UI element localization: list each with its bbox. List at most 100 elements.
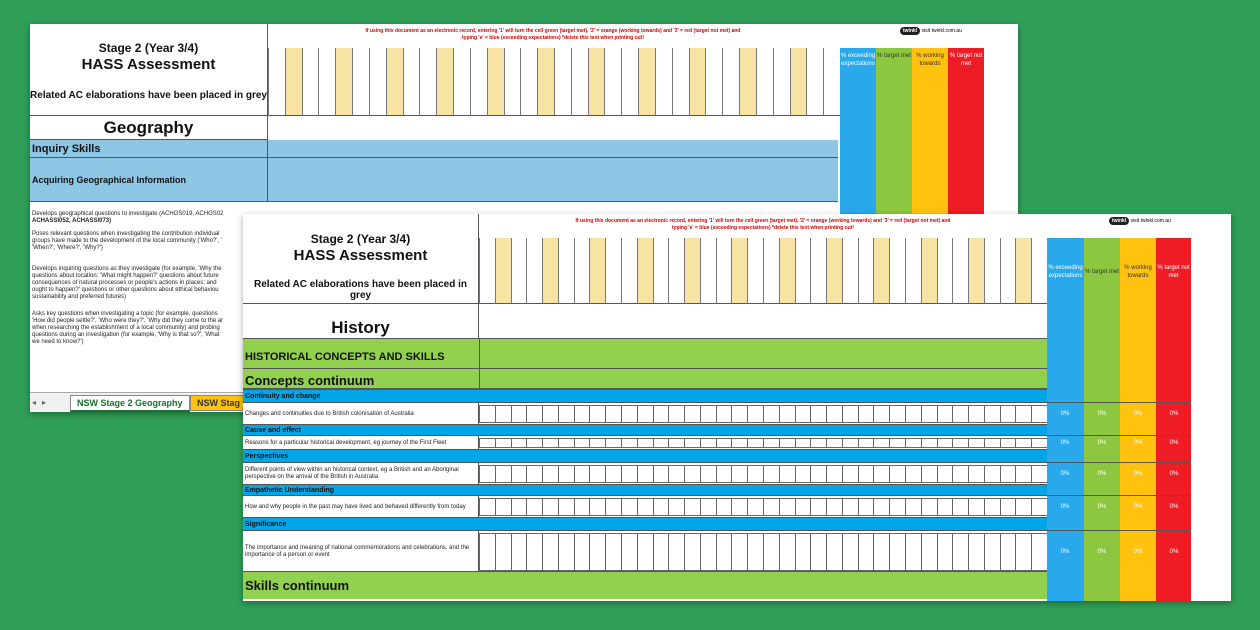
grade-cell[interactable]	[1015, 465, 1032, 483]
grade-cell[interactable]	[557, 438, 574, 448]
grade-cell[interactable]	[841, 405, 858, 423]
student-column[interactable]	[503, 48, 521, 116]
grade-cell[interactable]	[494, 498, 511, 516]
grade-cell[interactable]	[605, 405, 621, 423]
grade-cell[interactable]	[810, 405, 827, 423]
grade-cell[interactable]	[873, 533, 890, 571]
grade-cell[interactable]	[589, 533, 606, 571]
grade-cell[interactable]	[936, 498, 953, 516]
grade-cell[interactable]	[794, 533, 811, 571]
tab-scroll-left-icon[interactable]: ◂	[32, 398, 37, 407]
grade-cell[interactable]	[715, 498, 732, 516]
grade-cell[interactable]	[889, 438, 905, 448]
grade-cell[interactable]	[668, 465, 685, 483]
grade-cell[interactable]	[841, 533, 858, 571]
grade-cell[interactable]	[1015, 498, 1032, 516]
tab-geography[interactable]: NSW Stage 2 Geography	[70, 395, 190, 412]
grade-cell[interactable]	[542, 465, 558, 483]
grade-cell[interactable]	[494, 533, 511, 571]
grade-cell[interactable]	[699, 465, 716, 483]
grade-cell[interactable]	[1031, 438, 1047, 448]
grade-cell[interactable]	[889, 533, 905, 571]
grade-cell[interactable]	[589, 405, 606, 423]
grade-cell[interactable]	[952, 465, 969, 483]
grade-cell[interactable]	[857, 438, 874, 448]
grade-cell[interactable]	[699, 533, 716, 571]
student-column[interactable]	[494, 238, 511, 304]
grade-cell[interactable]	[889, 498, 905, 516]
student-column[interactable]	[652, 238, 669, 304]
grade-cell[interactable]	[763, 498, 779, 516]
grade-cell[interactable]	[684, 498, 700, 516]
grade-cell[interactable]	[905, 498, 921, 516]
grade-cell[interactable]	[778, 533, 795, 571]
student-column[interactable]	[335, 48, 353, 116]
grade-cell[interactable]	[605, 498, 621, 516]
grade-cell[interactable]	[952, 405, 969, 423]
student-column[interactable]	[772, 48, 790, 116]
grade-cell[interactable]	[778, 405, 795, 423]
student-column[interactable]	[385, 48, 403, 116]
grade-cell[interactable]	[747, 533, 763, 571]
grade-cell[interactable]	[542, 498, 558, 516]
grade-cell[interactable]	[763, 438, 779, 448]
grade-cell[interactable]	[557, 405, 574, 423]
grade-cell[interactable]	[999, 405, 1016, 423]
grade-cell[interactable]	[747, 438, 763, 448]
grade-cell[interactable]	[826, 465, 842, 483]
grade-cell[interactable]	[873, 405, 890, 423]
grade-cell[interactable]	[621, 405, 637, 423]
grade-cell[interactable]	[573, 405, 590, 423]
grade-cell[interactable]	[715, 405, 732, 423]
grade-cell[interactable]	[747, 498, 763, 516]
grade-cell[interactable]	[652, 405, 669, 423]
student-column[interactable]	[668, 238, 685, 304]
grade-cell[interactable]	[573, 465, 590, 483]
student-column[interactable]	[857, 238, 874, 304]
grade-cell[interactable]	[826, 405, 842, 423]
grade-cell[interactable]	[826, 533, 842, 571]
grade-cell[interactable]	[652, 465, 669, 483]
grade-cell[interactable]	[510, 498, 527, 516]
grade-cell[interactable]	[952, 498, 969, 516]
grade-cell[interactable]	[668, 533, 685, 571]
grade-cell[interactable]	[936, 465, 953, 483]
grade-cell[interactable]	[1031, 533, 1047, 571]
student-column[interactable]	[352, 48, 369, 116]
grade-cell[interactable]	[589, 498, 606, 516]
grade-cell[interactable]	[557, 533, 574, 571]
grade-cell[interactable]	[510, 405, 527, 423]
grade-cell[interactable]	[652, 498, 669, 516]
student-column[interactable]	[699, 238, 716, 304]
student-column[interactable]	[841, 238, 858, 304]
grade-cell[interactable]	[699, 405, 716, 423]
grade-cell[interactable]	[621, 465, 637, 483]
student-column[interactable]	[763, 238, 779, 304]
grade-cell[interactable]	[526, 533, 543, 571]
student-column[interactable]	[284, 48, 302, 116]
tab-scroll-right-icon[interactable]: ▸	[42, 398, 47, 407]
grade-cell[interactable]	[715, 438, 732, 448]
grade-cell[interactable]	[510, 533, 527, 571]
grade-cell[interactable]	[952, 533, 969, 571]
grade-cell[interactable]	[905, 438, 921, 448]
student-column[interactable]	[554, 48, 571, 116]
grade-cell[interactable]	[968, 438, 984, 448]
grade-cell[interactable]	[510, 438, 527, 448]
student-column[interactable]	[573, 238, 590, 304]
student-column[interactable]	[453, 48, 470, 116]
student-column[interactable]	[794, 238, 811, 304]
student-column[interactable]	[469, 48, 487, 116]
student-column[interactable]	[268, 48, 285, 116]
student-column[interactable]	[486, 48, 504, 116]
student-column[interactable]	[722, 48, 740, 116]
grade-cell[interactable]	[699, 498, 716, 516]
student-column[interactable]	[654, 48, 672, 116]
student-column[interactable]	[537, 48, 554, 116]
grade-cell[interactable]	[794, 498, 811, 516]
student-column[interactable]	[806, 48, 824, 116]
grade-cell[interactable]	[668, 498, 685, 516]
grade-cell[interactable]	[542, 405, 558, 423]
grade-cell[interactable]	[889, 405, 905, 423]
grade-cell[interactable]	[1015, 405, 1032, 423]
